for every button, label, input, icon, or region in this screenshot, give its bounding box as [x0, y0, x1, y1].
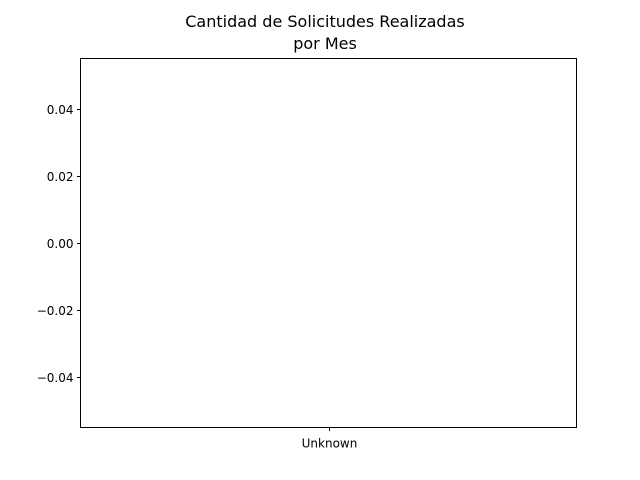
y-axis: 0.04 0.02 0.00 −0.02 −0.04 [37, 103, 81, 385]
x-tick-label: Unknown [302, 437, 358, 451]
x-axis: Unknown [302, 427, 358, 451]
y-tick-label: 0.04 [47, 103, 74, 117]
y-tick-label: −0.04 [37, 371, 74, 385]
y-tick-label: 0.00 [47, 237, 74, 251]
plot-area [80, 58, 577, 428]
chart-title-line-2: por Mes [293, 34, 357, 53]
y-tick-label: 0.02 [47, 170, 74, 184]
chart-title-line-1: Cantidad de Solicitudes Realizadas [185, 12, 464, 31]
chart-title: Cantidad de Solicitudes Realizadas por M… [185, 12, 464, 53]
y-tick-label: −0.02 [37, 304, 74, 318]
